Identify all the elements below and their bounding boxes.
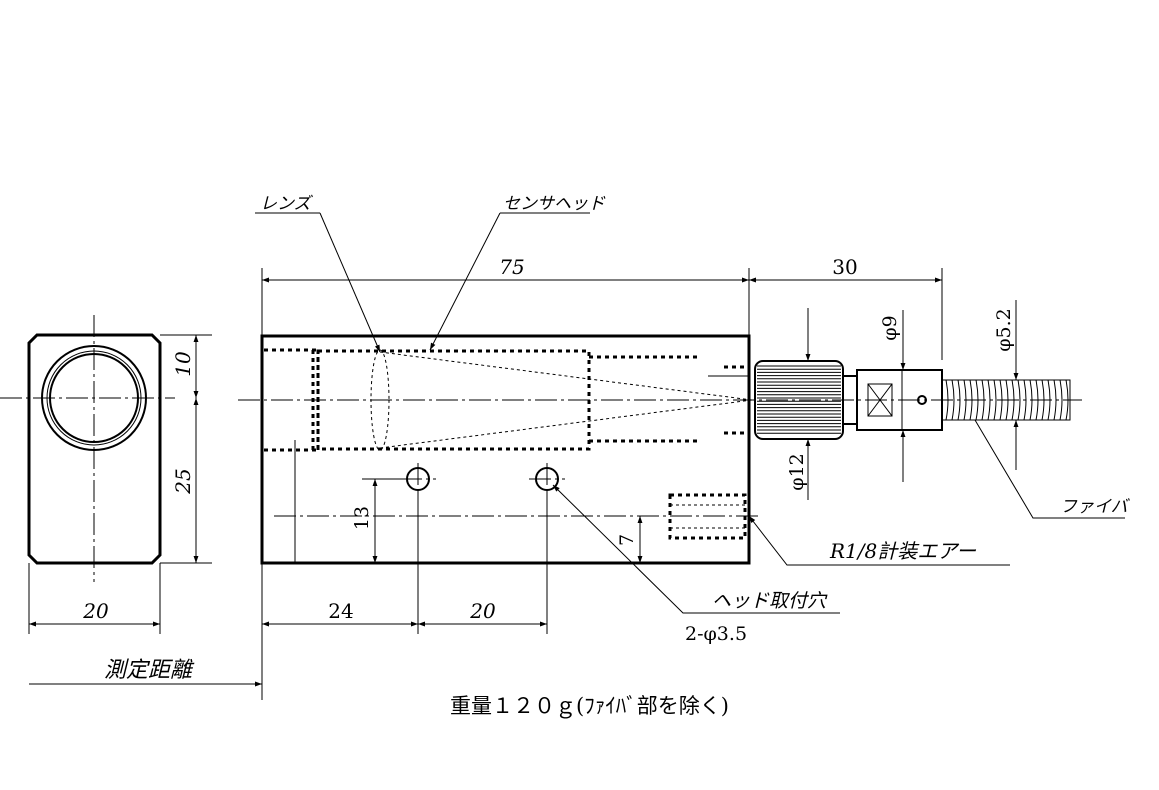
dim-nut-diameter: φ12 [786,453,808,490]
hidden-lens [370,349,390,451]
dim-side-bottom: 25 [171,468,195,494]
fiber-coil-turn [1053,379,1057,421]
end-view-outline [27,333,162,565]
fiber-coil-turn [951,379,955,421]
label-air-port: R1/8計装エアー [829,539,977,563]
fiber-coil-turn [1005,379,1009,421]
fiber-coil [945,379,1069,421]
fiber-coil-turn [945,379,949,421]
leader-mount-holes [552,484,840,614]
dim-fiber-diameter: φ5.2 [993,308,1015,352]
fiber-coil-turn [1023,379,1027,421]
knurl-lines [757,365,841,434]
hidden-air-port-inner [670,504,745,529]
light-cone-top [379,351,753,401]
fiber-coil-turn [1059,379,1063,421]
connector-window-cross [867,383,893,417]
fiber-coil-turn [1065,379,1069,421]
light-cone-bottom [379,399,753,449]
dim-fiber-section: 30 [832,255,857,279]
label-fiber: ファイバ [1060,497,1131,517]
dim-hole-pitch: 20 [469,599,496,623]
fiber-coil-turn [1041,379,1045,421]
label-lens: レンズ [260,194,314,214]
dim-side-top: 10 [171,351,195,377]
hidden-sensor-head-cavity [316,349,591,451]
fiber-coil-turn [969,379,973,421]
label-sensor-head: センサヘッド [503,194,606,214]
sensor-body [260,334,751,565]
dim-connector-diameter: φ9 [879,315,901,340]
connector-pin [917,395,927,405]
fiber-coil-turn [981,379,985,421]
fiber-coil-turn [999,379,1003,421]
dim-air-height: 7 [616,534,638,546]
label-mount-holes: ヘッド取付穴 [712,590,828,612]
callouts: レンズ センサヘッド ファイバ R1/8計装エアー ヘッド取付穴 2-φ3.5 [255,194,1131,645]
fiber-coil-turn [993,379,997,421]
dim-hole-height: 13 [351,506,373,530]
fiber-coil-turn [957,379,961,421]
dim-body-length: 75 [499,255,524,279]
fiber-coil-turn [963,379,967,421]
weight-note: 重量１２０ｇ(ﾌｧｲﾊﾞ部を除く) [450,694,729,718]
fiber-coil-turn [1047,379,1051,421]
fiber-coil-turn [1035,379,1039,421]
measuring-distance-label: 測定距離 [104,658,195,683]
fiber-coil-turn [1011,379,1015,421]
fiber-coil-turn [1017,379,1021,421]
hidden-fiber-bore [589,355,698,443]
fiber-coil-turn [1029,379,1033,421]
label-mount-holes-spec: 2-φ3.5 [685,623,747,645]
end-view: 20 10 25 [0,315,212,634]
dim-side-width: 20 [82,599,109,623]
leader-sensor-head [429,212,501,351]
leader-air-port [748,515,1010,566]
leader-lens [319,212,381,353]
fiber-coil-turn [975,379,979,421]
leader-fiber [974,419,1125,519]
front-view: 75 30 φ12 φ9 φ5.2 13 7 24 20 [29,255,1082,700]
fiber-coil-turn [987,379,991,421]
connector-window [867,383,893,417]
dim-hole-offset: 24 [328,599,353,623]
